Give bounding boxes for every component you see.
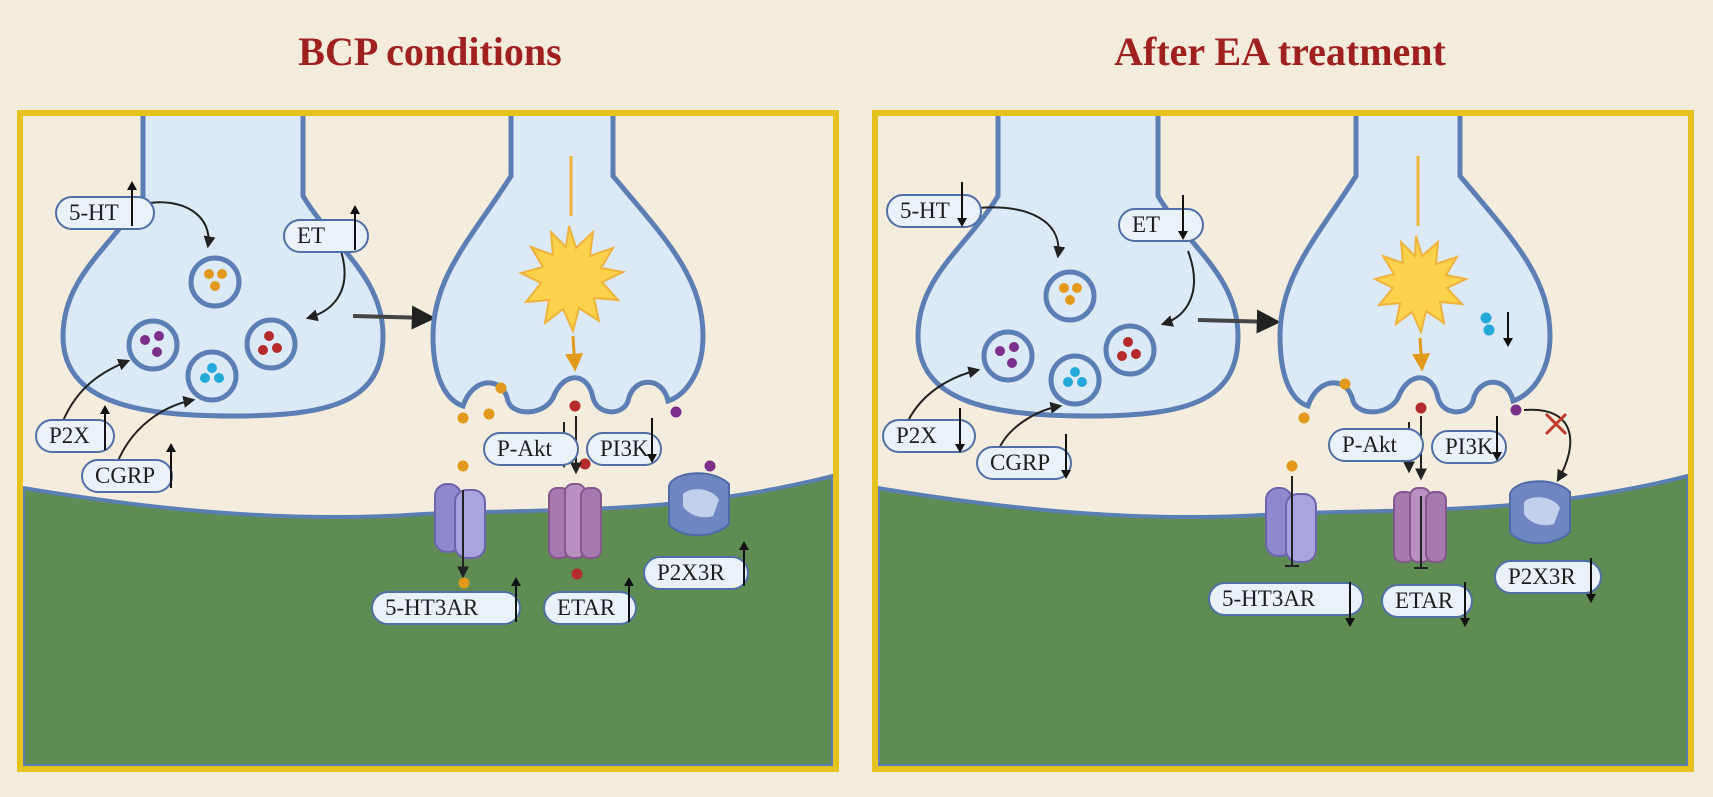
block-x-icon — [1544, 412, 1568, 436]
label-p2x: P2X — [35, 419, 115, 453]
vesicle-purple — [126, 318, 180, 372]
down-arrow-icon — [647, 418, 657, 463]
label-cgrp: CGRP — [976, 446, 1072, 480]
flash-beam-down — [1412, 337, 1431, 372]
down-arrow-icon — [1178, 195, 1188, 240]
arrow-et-to-vesicle — [1160, 250, 1195, 327]
label-et: ET — [1118, 208, 1204, 242]
arrow-cgrp-to-vesicle — [997, 401, 1063, 452]
vesicle-cyan — [185, 349, 239, 403]
label-pi3k: PI3K — [586, 432, 662, 466]
vesicle-purple — [981, 329, 1035, 383]
down-arrow-icon — [1460, 582, 1470, 627]
ea-treatment-panel: 5-HT ET P2X CGRP P-Akt PI3K 5-HT3AR ETAR… — [872, 110, 1694, 772]
receptor-5ht3ar — [1265, 476, 1317, 567]
flash-beam-down — [565, 335, 584, 372]
bcp-panel: 5-HT ET P2X CGRP P-Akt PI3K 5-HT3AR ETAR… — [17, 110, 839, 772]
down-arrow-icon — [957, 182, 967, 227]
receptor-p2x3r — [1509, 480, 1571, 545]
arrow-5ht-to-vesicle — [977, 206, 1066, 259]
up-arrow-icon — [739, 541, 749, 586]
receptor-5ht3ar — [434, 483, 486, 589]
receptor-p2x3r — [668, 472, 730, 537]
panel-title-ea: After EA treatment — [1114, 29, 1446, 74]
arrow-p2x-to-vesicle — [62, 358, 131, 422]
label-etar: ETAR — [543, 591, 637, 625]
transition-arrow — [352, 305, 436, 330]
down-arrow-icon — [955, 408, 965, 453]
up-arrow-icon — [511, 577, 521, 622]
label-5ht: 5-HT — [886, 194, 982, 228]
flash-burst-icon — [518, 225, 627, 334]
label-p2x3r: P2X3R — [643, 556, 749, 590]
label-p-akt: P-Akt — [1328, 428, 1424, 462]
down-arrow-icon — [1492, 416, 1502, 461]
vesicle-orange — [1043, 269, 1097, 323]
up-arrow-icon — [166, 443, 176, 488]
arrow-et-to-vesicle — [305, 250, 346, 322]
label-cgrp: CGRP — [81, 459, 173, 493]
down-arrow-icon — [1345, 582, 1355, 627]
label-p-akt: P-Akt — [483, 432, 579, 466]
ea-synapse-diagram — [878, 116, 1688, 766]
up-arrow-icon — [100, 405, 110, 450]
down-arrow-icon — [1586, 558, 1596, 603]
label-pi3k: PI3K — [1431, 430, 1507, 464]
arrow-5ht-to-vesicle — [142, 201, 216, 249]
vesicle-orange — [188, 255, 242, 309]
up-arrow-icon — [624, 577, 634, 622]
up-arrow-icon — [127, 181, 137, 226]
down-arrow-icon — [1503, 312, 1513, 347]
label-etar: ETAR — [1381, 584, 1473, 618]
panel-title-bcp: BCP conditions — [298, 29, 562, 74]
label-p2x3r: P2X3R — [1494, 560, 1602, 594]
vesicle-red — [1103, 323, 1157, 377]
arrow-p2x3r-blocked — [1523, 408, 1572, 483]
flash-burst-icon — [1372, 235, 1470, 336]
label-5ht: 5-HT — [55, 196, 155, 230]
vesicle-red — [244, 317, 298, 371]
vesicle-cyan — [1048, 353, 1102, 407]
down-arrow-icon — [1061, 434, 1071, 479]
up-arrow-icon — [350, 205, 360, 250]
receptor-etar — [548, 416, 602, 580]
receptor-etar — [1393, 416, 1447, 569]
label-5-ht3ar: 5-HT3AR — [371, 591, 521, 625]
transition-arrow — [1197, 309, 1281, 334]
label-5-ht3ar: 5-HT3AR — [1208, 582, 1364, 616]
arrow-p2x-to-vesicle — [907, 366, 981, 422]
arrow-cgrp-to-vesicle — [117, 396, 196, 462]
